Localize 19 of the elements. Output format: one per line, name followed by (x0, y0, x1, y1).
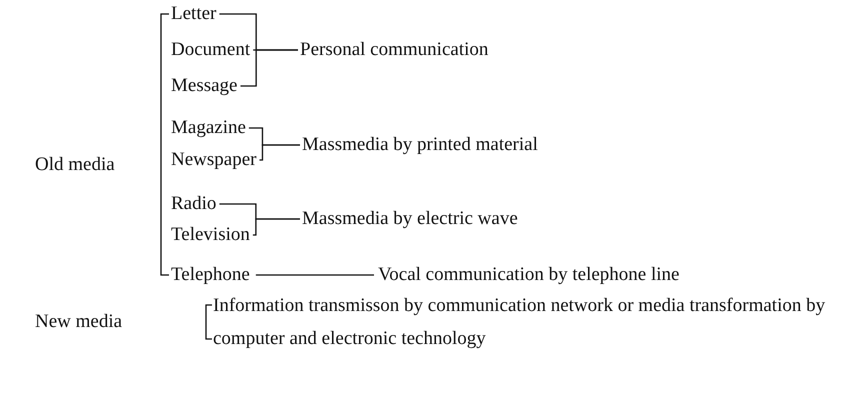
connector-line (240, 49, 298, 87)
category-label: Personal communication (300, 38, 488, 62)
media-item: Magazine (171, 116, 246, 140)
media-item: Telephone (171, 263, 250, 287)
media-item: Message (171, 74, 238, 98)
media-item: Radio (171, 192, 216, 216)
category-label: Massmedia by printed material (302, 133, 538, 157)
media-item: Letter (171, 2, 216, 26)
category-label: Massmedia by electric wave (302, 207, 518, 231)
media-item: Television (171, 223, 250, 247)
group-label: Old media (35, 153, 115, 177)
connector-line (259, 144, 300, 161)
group-label: New media (35, 310, 122, 334)
description-text: Information transmisson by communication network or media transformation by computer and electronic technology (213, 289, 845, 355)
media-item: Newspaper (171, 148, 256, 172)
category-label: Vocal communication by telephone line (378, 263, 680, 287)
media-item: Document (171, 38, 250, 62)
connector-line (256, 274, 374, 276)
connector-line (252, 218, 300, 236)
